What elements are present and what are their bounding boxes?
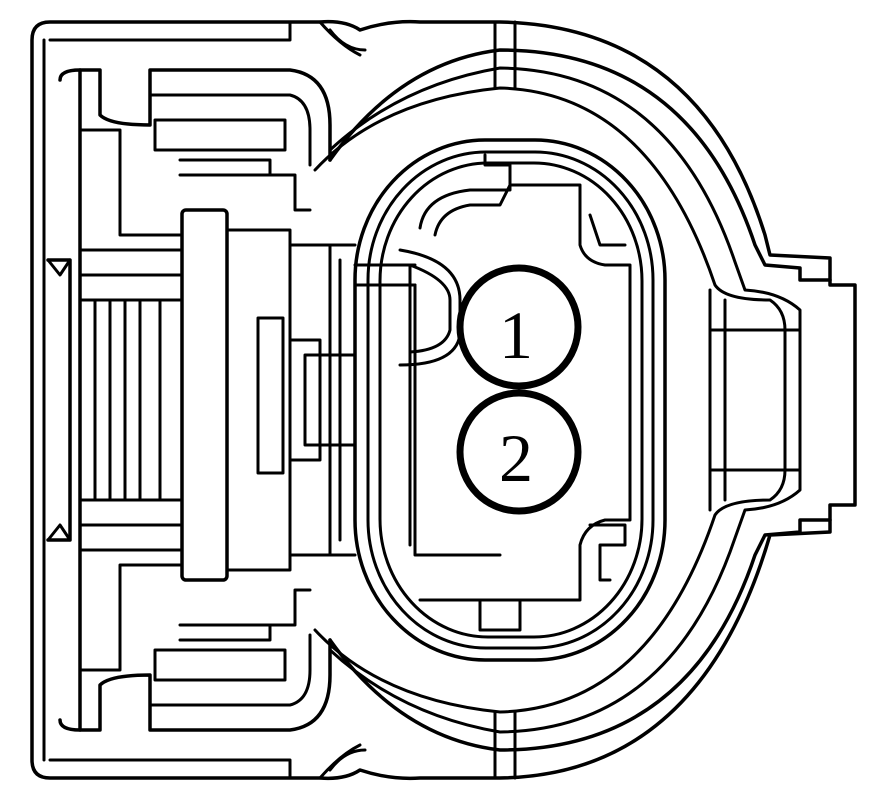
pin-1-label: 1 bbox=[499, 297, 533, 373]
pin-1: 1 bbox=[456, 264, 582, 390]
mating-face bbox=[353, 138, 667, 662]
housing-outline bbox=[30, 19, 857, 781]
pin-2-circle bbox=[456, 389, 582, 515]
pin-2: 2 bbox=[456, 389, 582, 515]
pin-1-circle bbox=[456, 264, 582, 390]
pin-2-label: 2 bbox=[499, 420, 533, 496]
latch-assembly bbox=[46, 68, 357, 732]
